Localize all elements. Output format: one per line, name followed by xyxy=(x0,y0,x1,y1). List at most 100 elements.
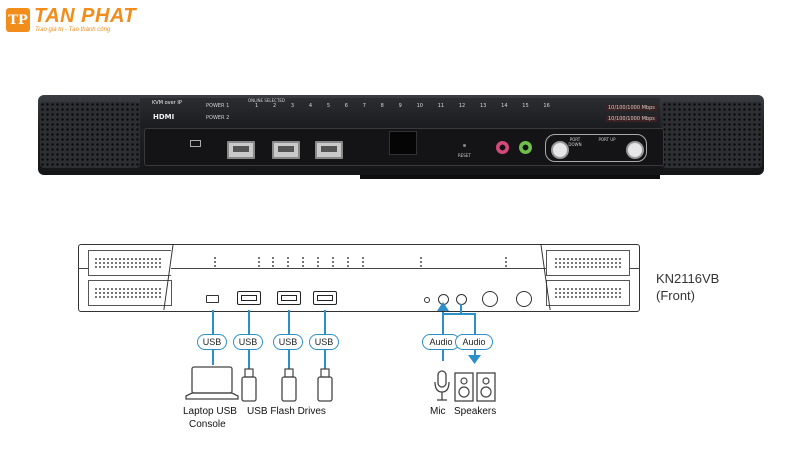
led-column xyxy=(317,256,319,268)
port-number-row: 1 2 3 4 5 6 7 8 9 10 11 12 13 14 15 16 xyxy=(255,103,550,113)
mic-jack xyxy=(496,141,509,154)
model-view: (Front) xyxy=(656,288,695,303)
usb-port-drawing xyxy=(313,291,337,305)
port-number: 9 xyxy=(398,103,402,109)
usb-cable xyxy=(288,349,290,369)
power1-label: POWER 1 xyxy=(206,103,230,109)
usb-cable xyxy=(324,310,326,335)
usb-tag: USB xyxy=(233,334,263,350)
port-up-button[interactable] xyxy=(626,141,644,159)
port-number: 5 xyxy=(326,103,330,109)
usb-cable xyxy=(324,349,326,369)
panel-divider-line xyxy=(78,268,640,269)
usb-tag: USB xyxy=(273,334,303,350)
flash-drives-caption: USB Flash Drives xyxy=(247,406,326,417)
usb-console-cable xyxy=(212,349,214,365)
port-number: 2 xyxy=(272,103,277,109)
port-number: 8 xyxy=(380,103,384,109)
mic-cable xyxy=(442,349,444,361)
usb-port-photo xyxy=(315,141,343,159)
led-column xyxy=(258,256,260,268)
model-label: KN2116VB (Front) xyxy=(656,270,719,304)
port-down-button-drawing xyxy=(482,291,498,307)
grille-dots xyxy=(553,286,623,298)
port-number: 6 xyxy=(344,103,348,109)
flash-drive-icon xyxy=(317,368,333,402)
flash-drive-icon xyxy=(281,368,297,402)
lan1-label: 10/100/1000 Mbps xyxy=(606,105,657,111)
usb-port-drawing xyxy=(237,291,261,305)
port-switch-frame xyxy=(545,134,647,162)
left-upper-grille xyxy=(88,250,171,276)
port-number: 12 xyxy=(458,103,466,109)
audio-tag: Audio xyxy=(455,334,493,350)
left-lower-grille xyxy=(88,280,172,306)
led-column xyxy=(362,256,364,268)
tanphat-logo-tagline: Trao giá trị - Tạo thành công xyxy=(35,27,111,33)
port-up-button-drawing xyxy=(516,291,532,307)
led-column xyxy=(347,256,349,268)
audio-cable-bridge xyxy=(460,313,475,315)
speakers-caption: Speakers xyxy=(454,406,497,417)
console-port-drawing xyxy=(206,295,219,303)
right-upper-grille xyxy=(546,250,630,276)
audio-cable-bridge xyxy=(442,313,461,315)
mini-usb-port xyxy=(190,140,201,147)
reset-hole xyxy=(463,144,466,147)
device-brand-label: KVM over IP xyxy=(152,100,182,106)
laptop-icon xyxy=(185,366,239,400)
port-number: 14 xyxy=(501,103,508,109)
port-number: 3 xyxy=(290,103,295,109)
usb-port-drawing xyxy=(277,291,301,305)
port-number: 1 xyxy=(255,103,259,109)
speakers-icon xyxy=(454,372,496,402)
status-legend: ONLINE SELECTED xyxy=(248,98,286,103)
tanphat-logo-name: TAN PHAT xyxy=(34,5,137,27)
device-top-strip xyxy=(140,98,660,128)
speaker-jack xyxy=(519,141,532,154)
usb-port-photo xyxy=(227,141,255,159)
usb-cable xyxy=(248,310,250,335)
lan2-label: 10/100/1000 Mbps xyxy=(606,116,657,122)
led-column xyxy=(272,256,274,268)
laptop-caption: Laptop USB xyxy=(183,406,237,417)
hdmi-logo: HDMI xyxy=(153,113,175,121)
led-column xyxy=(287,256,289,268)
mic-arrow-icon xyxy=(437,302,449,311)
reset-hole-drawing xyxy=(424,297,430,303)
port-number: 7 xyxy=(362,103,366,109)
flash-drive-icon xyxy=(241,368,257,402)
power2-label: POWER 2 xyxy=(206,115,230,121)
mic-caption: Mic xyxy=(430,406,446,417)
speaker-cable xyxy=(474,313,476,335)
speaker-arrow-icon xyxy=(468,355,481,364)
usb-console-cable xyxy=(212,310,214,335)
grille-dots xyxy=(93,256,163,268)
device-base-rail xyxy=(360,175,660,179)
usb-tag: USB xyxy=(197,334,227,350)
grille-dots xyxy=(553,256,623,268)
port-down-label: PORT DOWN xyxy=(568,137,582,147)
led-column xyxy=(332,256,334,268)
led-column xyxy=(505,256,507,268)
speaker-cable xyxy=(474,349,476,356)
model-name: KN2116VB xyxy=(656,271,720,286)
reset-label: RESET xyxy=(458,153,471,158)
led-column xyxy=(214,256,216,268)
tanphat-logo-mark: TP xyxy=(6,8,30,32)
port-number: 16 xyxy=(543,103,550,109)
port-number: 4 xyxy=(308,103,313,109)
microphone-icon xyxy=(434,370,450,401)
usb-port-photo xyxy=(272,141,300,159)
rj45-port xyxy=(389,131,417,155)
usb-cable xyxy=(288,310,290,335)
right-speaker-grille xyxy=(662,102,762,168)
port-number: 15 xyxy=(522,103,529,109)
port-down-button[interactable] xyxy=(551,141,569,159)
port-number: 10 xyxy=(416,103,423,109)
mic-cable xyxy=(442,312,444,335)
port-number: 13 xyxy=(480,103,487,109)
led-column xyxy=(420,256,422,268)
port-up-label: PORT UP xyxy=(598,137,616,142)
left-speaker-grille xyxy=(40,102,140,168)
